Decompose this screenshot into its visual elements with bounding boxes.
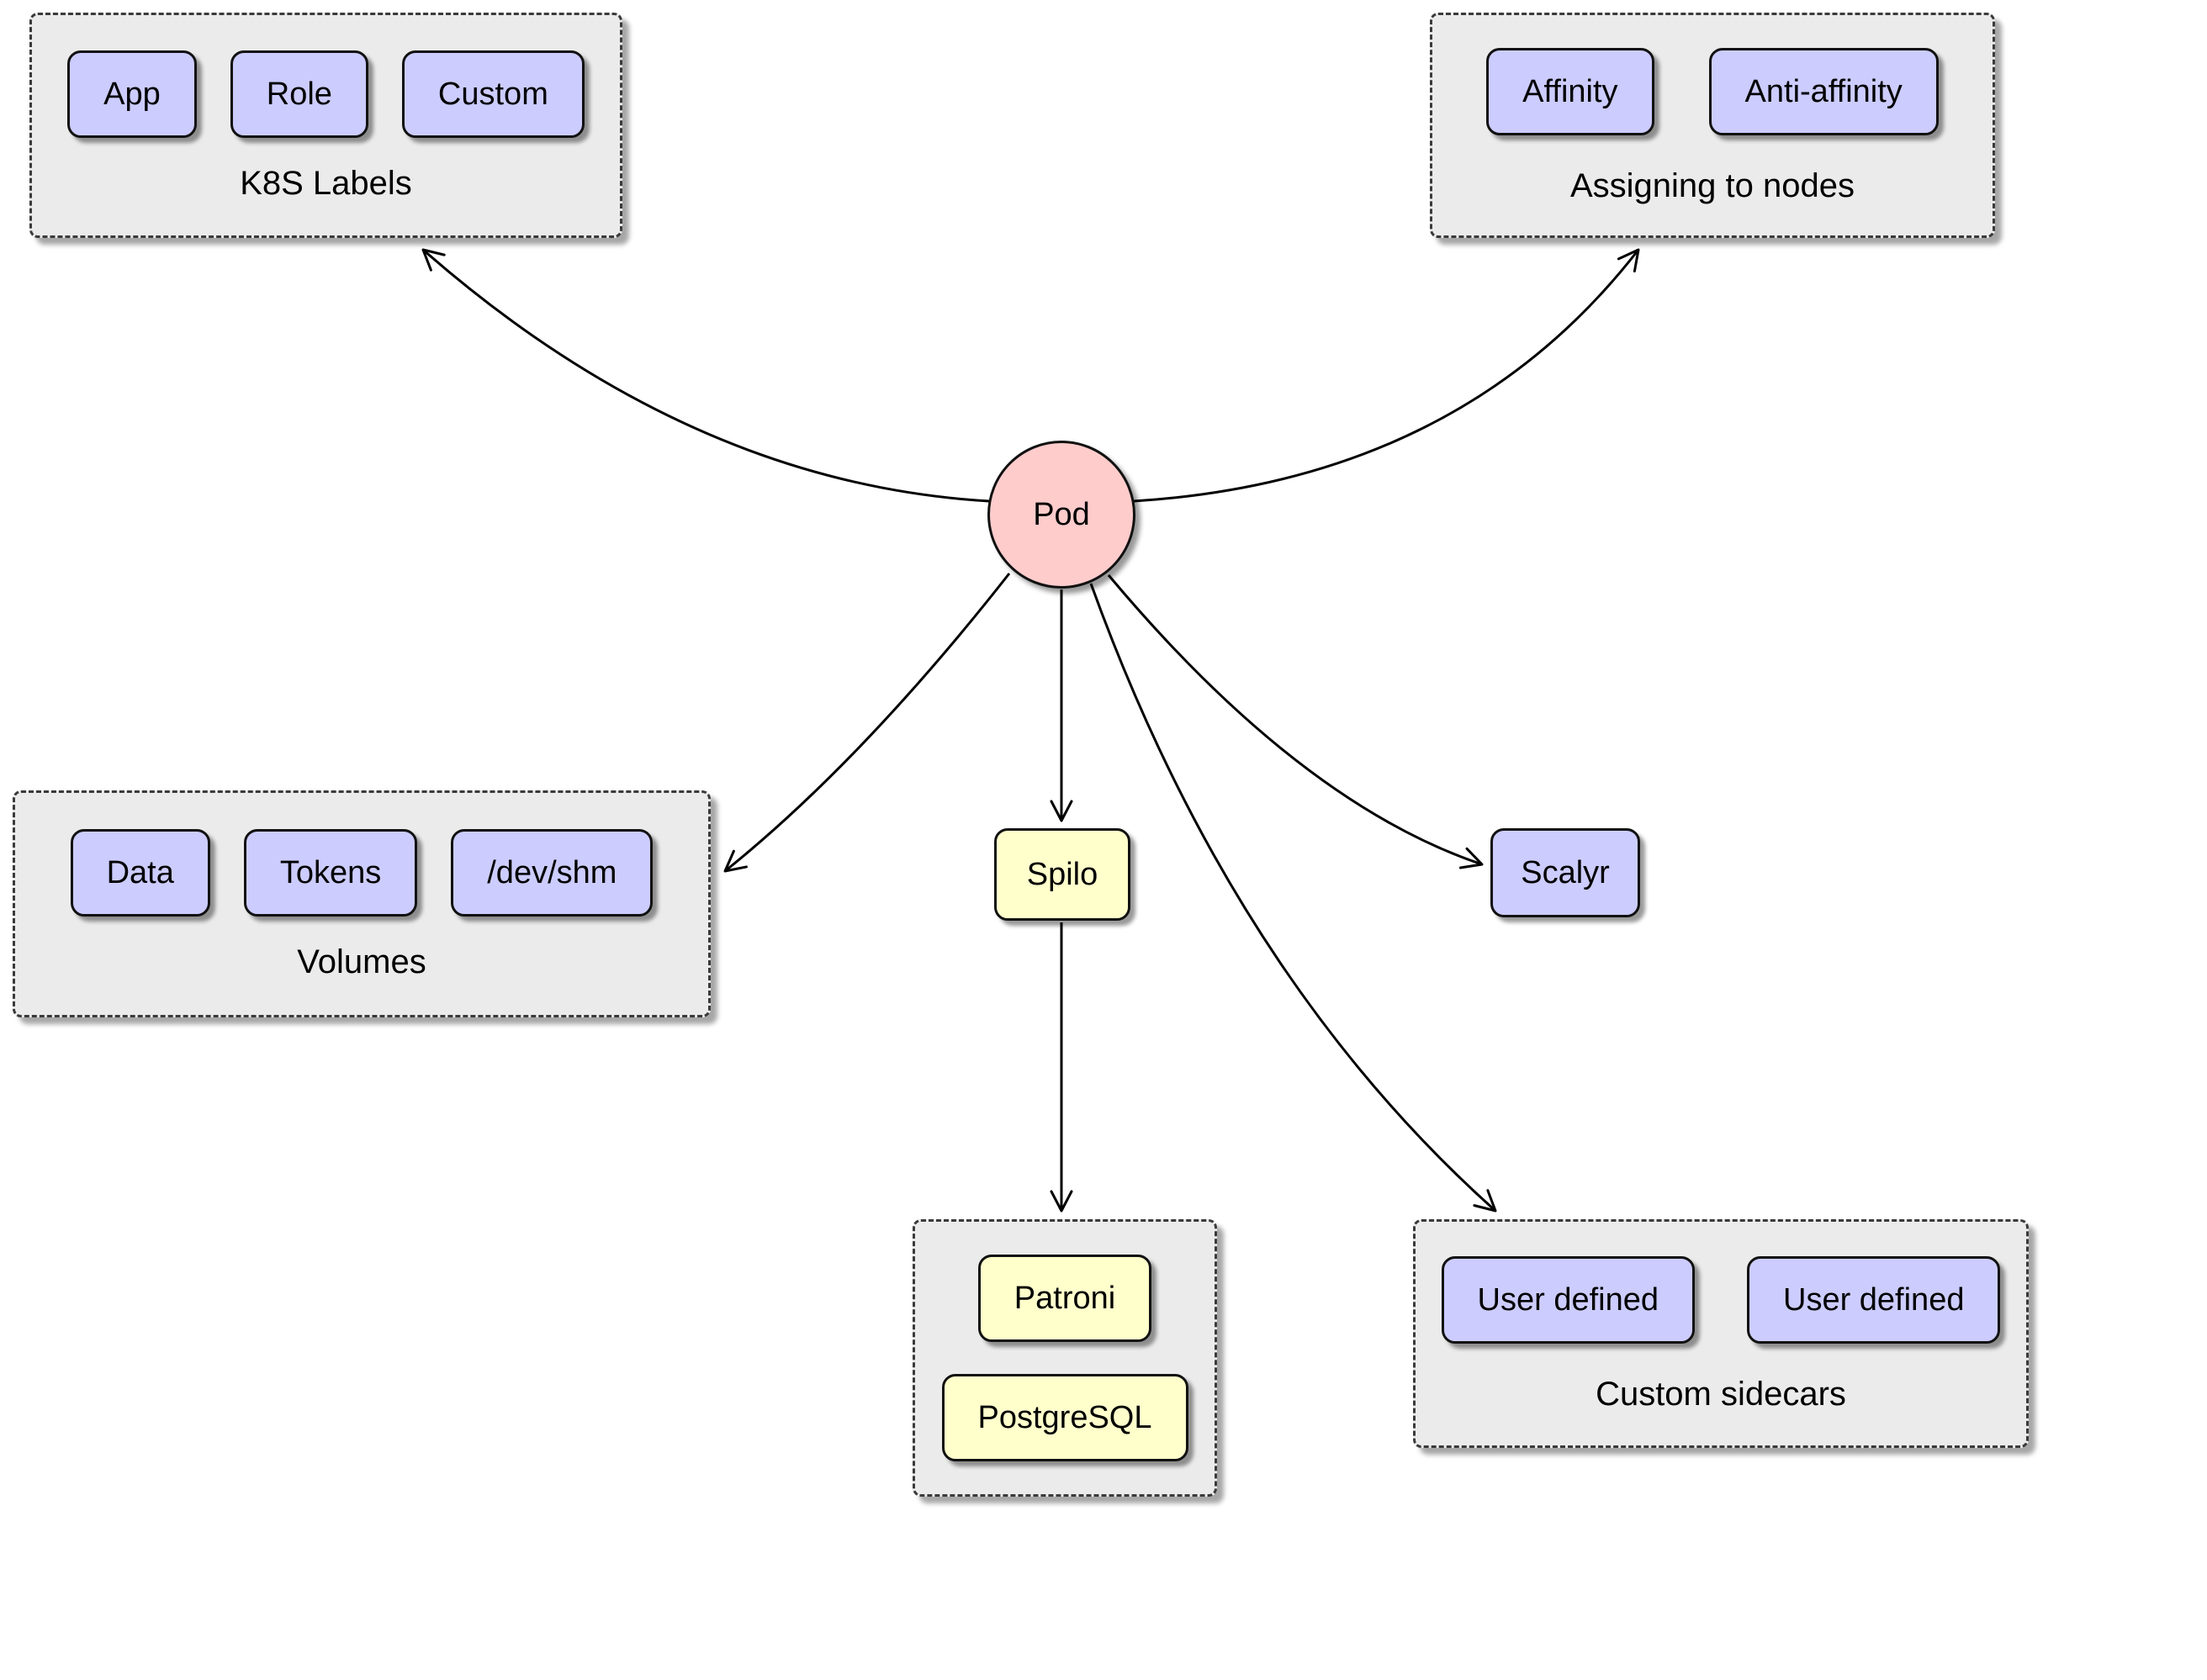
edge-pod-to-k8s-labels xyxy=(421,248,990,503)
node-user-defined-2: User defined xyxy=(1747,1256,2001,1344)
node-postgresql: PostgreSQL xyxy=(941,1374,1188,1461)
edge-pod-to-volumes xyxy=(723,573,1011,873)
node-app: App xyxy=(67,50,197,138)
node-custom: Custom xyxy=(401,50,585,138)
node-patroni: Patroni xyxy=(977,1255,1152,1342)
group-custom-sidecars: User defined User defined Custom sidecar… xyxy=(1413,1219,2029,1448)
edge-pod-to-scalyr xyxy=(1107,574,1484,869)
group-k8s-labels: App Role Custom K8S Labels xyxy=(29,13,622,238)
k8s-labels-row: App Role Custom xyxy=(67,50,585,138)
node-data: Data xyxy=(70,829,210,917)
assigning-row: Affinity Anti-affinity xyxy=(1486,48,1939,135)
node-anti-affinity: Anti-affinity xyxy=(1708,48,1939,135)
node-affinity: Affinity xyxy=(1486,48,1654,135)
group-assigning-to-nodes: Affinity Anti-affinity Assigning to node… xyxy=(1430,13,1995,238)
volumes-row: Data Tokens /dev/shm xyxy=(70,829,654,917)
sidecars-title: Custom sidecars xyxy=(1596,1376,1846,1413)
node-spilo: Spilo xyxy=(994,828,1130,921)
node-pod: Pod xyxy=(987,441,1135,589)
sidecars-row: User defined User defined xyxy=(1441,1256,2001,1344)
k8s-labels-title: K8S Labels xyxy=(240,165,412,202)
node-role: Role xyxy=(230,50,368,138)
group-spilo-internals: Patroni PostgreSQL xyxy=(913,1219,1217,1497)
edge-pod-to-sidecars xyxy=(1089,583,1497,1212)
edge-pod-to-assigning xyxy=(1133,248,1640,503)
node-user-defined-1: User defined xyxy=(1441,1256,1695,1344)
assigning-title: Assigning to nodes xyxy=(1569,167,1855,204)
node-tokens: Tokens xyxy=(243,829,418,917)
volumes-title: Volumes xyxy=(297,943,426,980)
node-dev-shm: /dev/shm xyxy=(451,829,654,917)
group-volumes: Data Tokens /dev/shm Volumes xyxy=(13,790,711,1017)
node-scalyr: Scalyr xyxy=(1490,828,1640,917)
